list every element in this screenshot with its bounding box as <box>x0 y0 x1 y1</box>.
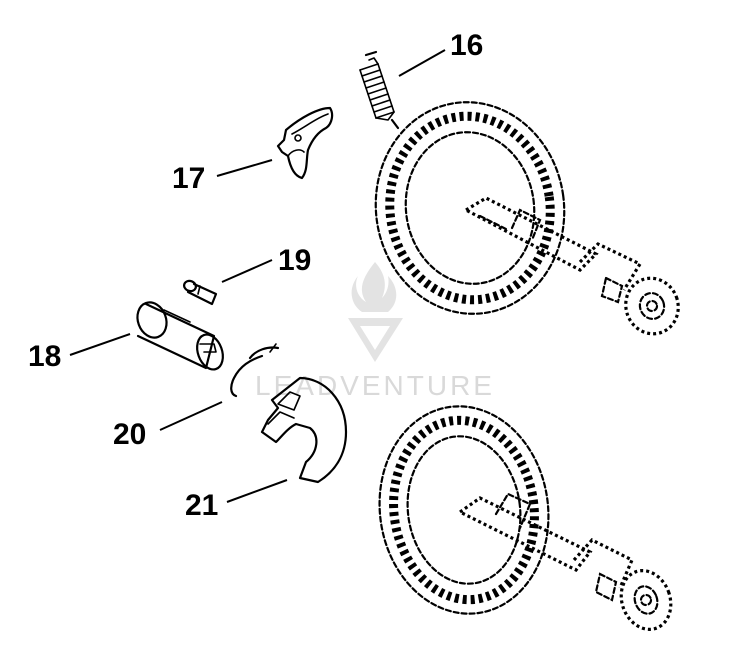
pin-part-19 <box>183 279 218 306</box>
part-label-17: 17 <box>172 162 205 195</box>
part-label-19: 19 <box>278 244 311 277</box>
clip-part-20 <box>230 343 280 398</box>
watermark: LEADVENTURE <box>255 262 495 401</box>
leader-20 <box>159 401 223 431</box>
spring-part-16 <box>359 50 400 130</box>
leader-18 <box>69 333 131 356</box>
watermark-text: LEADVENTURE <box>255 370 495 401</box>
leader-17 <box>216 159 273 177</box>
leader-lines <box>69 49 446 503</box>
part-label-20: 20 <box>113 418 146 451</box>
governor-weight-part-17 <box>276 106 334 180</box>
part-label-16: 16 <box>450 29 483 62</box>
sleeve-part-18 <box>136 301 224 371</box>
part-labels: 16 17 19 18 20 21 <box>28 29 483 522</box>
leader-16 <box>398 49 446 77</box>
camshaft-gear-upper <box>374 101 680 336</box>
camshaft-gear-lower <box>378 405 673 631</box>
watermark-flame-icon <box>348 262 403 362</box>
leader-19 <box>221 259 273 283</box>
part-label-21: 21 <box>185 489 218 522</box>
cam-plate-part-21 <box>260 376 348 484</box>
part-label-18: 18 <box>28 340 61 373</box>
leader-21 <box>226 479 288 503</box>
